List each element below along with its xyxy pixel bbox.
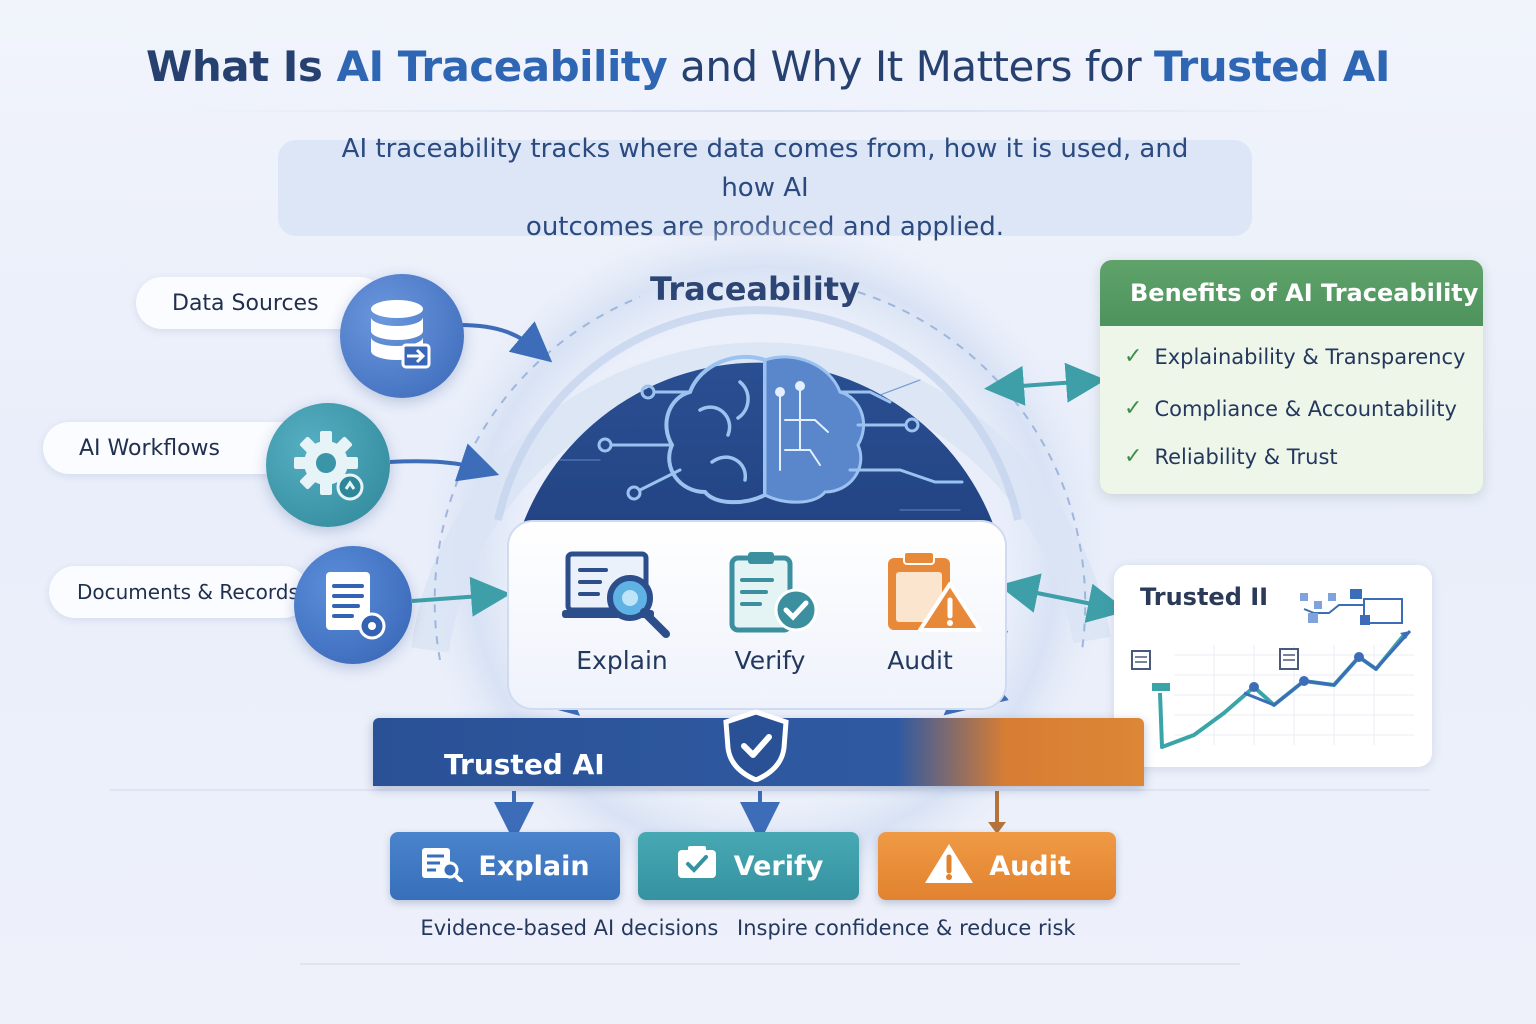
input-pill-documents-records: Documents & Records: [49, 566, 309, 618]
title-divider: [180, 110, 1356, 112]
check-icon: ✓: [1124, 344, 1143, 369]
verify-button[interactable]: Verify: [638, 832, 859, 900]
magnifier-report-icon: [560, 548, 678, 644]
gear-icon: [266, 403, 390, 527]
step-label-verify: Verify: [734, 646, 806, 675]
traceability-label: Traceability: [650, 270, 860, 308]
benefit-item: ✓ Explainability & Transparency: [1124, 344, 1466, 369]
step-label-audit: Audit: [887, 646, 953, 675]
page-title: What Is AI Traceability and Why It Matte…: [146, 42, 1390, 91]
explain-button[interactable]: Explain: [390, 832, 620, 900]
clipboard-check-icon: [726, 548, 822, 642]
warning-icon: [923, 841, 975, 892]
check-icon: ✓: [1124, 444, 1143, 469]
bottom-caption: Evidence-based AI decisions Inspire conf…: [0, 916, 1496, 940]
audit-button[interactable]: Audit: [878, 832, 1116, 900]
caption-right: Inspire confidence & reduce risk: [737, 916, 1076, 940]
chart-card-title: Trusted II: [1140, 583, 1269, 611]
shield-check-icon: [716, 708, 796, 786]
document-icon: [294, 546, 412, 664]
brain-icon: [559, 354, 964, 511]
checkbox-icon: [674, 844, 720, 889]
trend-chart-graphic: [1131, 589, 1414, 749]
trusted-chart-card: Trusted II: [1114, 565, 1432, 767]
trusted-ai-label: Trusted AI: [444, 748, 605, 781]
check-icon: ✓: [1124, 396, 1143, 421]
benefits-title: Benefits of AI Traceability: [1100, 260, 1483, 326]
caption-left: Evidence-based AI decisions: [420, 916, 719, 940]
benefit-item: ✓ Reliability & Trust: [1124, 444, 1338, 469]
benefit-item: ✓ Compliance & Accountability: [1124, 396, 1457, 421]
step-label-explain: Explain: [576, 646, 668, 675]
warning-clipboard-icon: [884, 550, 984, 640]
report-search-icon: [420, 844, 464, 889]
benefits-card: Benefits of AI Traceability ✓ Explainabi…: [1100, 260, 1483, 494]
intro-line-1: AI traceability tracks where data comes …: [341, 133, 1189, 203]
database-icon: [340, 274, 464, 398]
